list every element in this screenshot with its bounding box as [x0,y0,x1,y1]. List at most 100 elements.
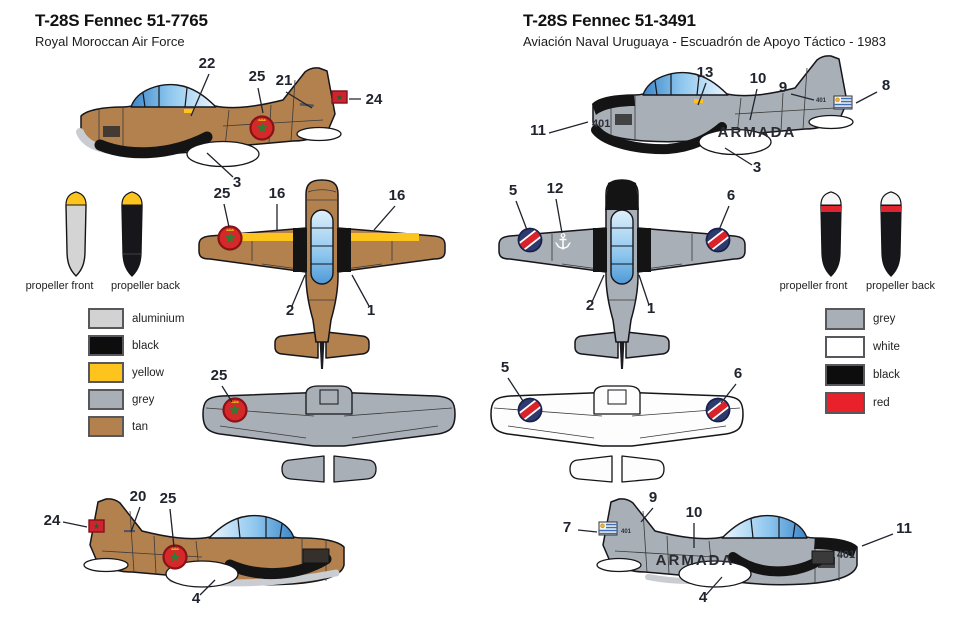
left-scheme-title: T-28S Fennec 51-7765 [35,11,208,30]
callout-label: 6 [734,365,742,382]
right-plan-view: 5 12 6 2 1 [498,179,746,370]
color-label: yellow [132,366,164,379]
color-label: aluminium [132,312,185,325]
color-swatch [88,335,124,356]
moroccan-roundel-icon [217,225,243,251]
callout-label: 7 [563,519,571,536]
right-scheme-title: T-28S Fennec 51-3491 [523,11,696,30]
propeller-tip [820,191,842,206]
callout-label: 25 [249,68,266,85]
left-walkway [593,228,607,272]
right-plan-black-nose [605,180,639,210]
moroccan-roundel-icon [222,397,248,423]
right-scheme-subtitle: Aviación Naval Uruguaya - Escuadrón de A… [523,34,887,49]
callout-label: 22 [199,55,216,72]
legend-row: white [825,336,900,358]
callout-label: 5 [509,182,517,199]
armada-titling: ARMADA [656,552,735,569]
right-walkway [337,228,351,272]
right-bottom-wingroot-cutout [678,560,752,588]
callout-label: 11 [530,122,546,139]
left-top-wingroot-cutout [186,140,260,168]
color-label: grey [132,393,155,406]
callout-label: 16 [389,187,406,204]
moroccan-roundel-icon [249,115,275,141]
left-scheme-subtitle: Royal Moroccan Air Force [35,34,185,49]
right-side-view-bottom: ARMADA 401 401 9 7 10 11 4 [563,489,912,606]
left-bottom-dark-panel [302,548,330,564]
left-walkway [293,228,307,272]
color-label: black [873,369,900,381]
color-label: grey [873,313,896,325]
color-label: tan [132,420,148,433]
callout-label: 2 [586,297,594,314]
left-propeller-back [121,191,143,277]
callout-label: 8 [882,77,890,94]
callout-label: 10 [750,70,767,87]
left-bottom-serial-stencil [124,530,135,533]
color-label: black [132,339,159,352]
color-swatch [88,389,124,410]
right-walkway [637,228,651,272]
callout-label: 24 [44,512,61,529]
right-side-view-top: ARMADA 401 401 13 10 9 8 11 3 [530,55,890,176]
legend-row: black [88,335,184,356]
right-scheme-header: T-28S Fennec 51-3491 Aviación Naval Urug… [523,11,886,49]
armada-titling: ARMADA [718,124,797,141]
callout-label: 24 [366,91,383,108]
left-top-yellow-stencil [184,109,193,113]
callout-label: 3 [753,159,761,176]
right-bottom-dark-panel [811,550,835,565]
callout-label: 4 [192,590,201,607]
left-bottom-wingroot-cutout [165,560,239,588]
moroccan-flag-icon [88,519,105,533]
left-side-view-bottom: 24 20 25 4 [44,488,345,607]
callout-label: 4 [699,589,708,606]
color-swatch [88,308,124,329]
moroccan-roundel-icon [162,544,188,570]
color-label: white [873,341,900,353]
uruguay-flag-icon [598,521,618,536]
color-swatch [825,308,865,330]
propeller-red-band [881,206,901,212]
right-propeller-back-label: propeller back [865,280,936,292]
legend-row: red [825,392,900,414]
callout-label: 6 [727,187,735,204]
callout-label: 5 [501,359,509,376]
legend-row: yellow [88,362,184,383]
left-propeller-front [65,191,87,277]
moroccan-flag-icon [331,90,348,104]
legend-row: aluminium [88,308,184,329]
left-propeller-front-label: propeller front [25,280,94,292]
uruguay-flag-icon [833,95,853,110]
left-wing-yellow-stripe [225,233,300,241]
color-swatch [88,362,124,383]
right-propeller-front [820,191,842,277]
callout-label: 9 [779,79,787,96]
left-color-legend: aluminium black yellow grey tan [88,308,184,443]
propeller-tip [65,191,87,206]
nose-number: 401 [592,118,610,130]
callout-label: 16 [269,185,286,202]
right-wing-yellow-stripe [344,233,419,241]
color-swatch [825,392,865,414]
callout-label: 25 [211,367,228,384]
propeller-red-band [821,206,841,212]
right-top-yellow-stencil [694,99,703,103]
callout-label: 20 [130,488,147,505]
color-swatch [825,336,865,358]
right-propeller-back [880,191,902,277]
right-top-black-nose [592,94,635,115]
nose-number: 401 [837,549,855,561]
color-swatch [88,416,124,437]
right-bottom-black-nose [814,537,857,558]
legend-row: tan [88,416,184,437]
callout-label: 25 [160,490,177,507]
left-side-view-top: 22 25 21 24 3 [76,55,383,191]
left-plan-view: 25 16 16 2 1 [198,179,446,370]
left-propeller-back-label: propeller back [110,280,181,292]
right-propeller-front-label: propeller front [779,280,848,292]
propeller-tip [121,191,143,206]
